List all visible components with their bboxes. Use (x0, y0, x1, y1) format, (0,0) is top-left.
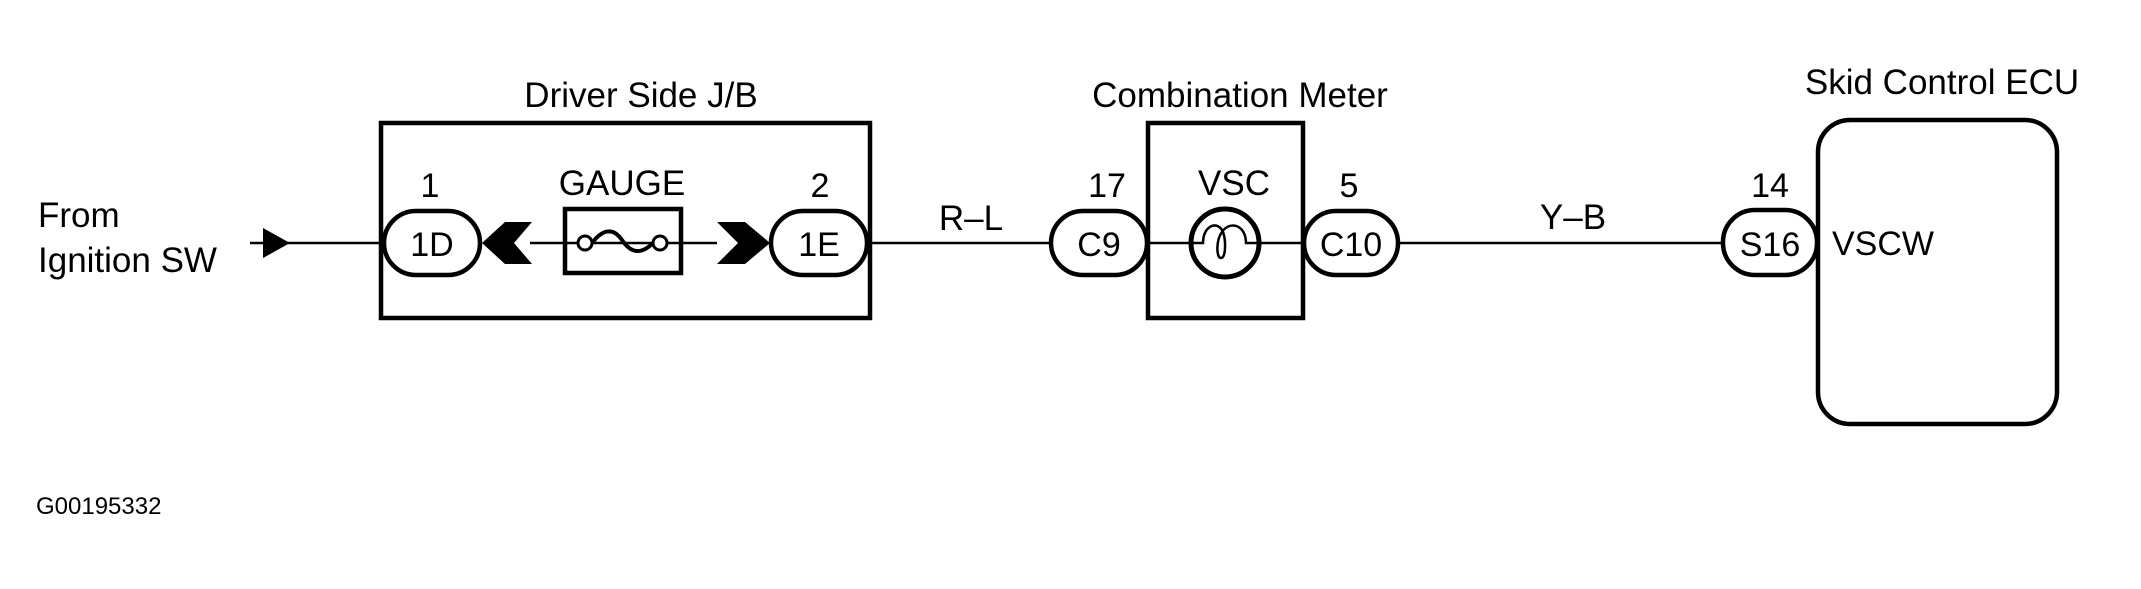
arrow-right-icon (263, 228, 290, 258)
connector-c10 (1301, 208, 1401, 278)
pin-number-5: 5 (1340, 167, 1359, 205)
pin-number-17: 17 (1088, 167, 1126, 205)
connector-c10-label: C10 (1320, 226, 1382, 264)
connector-c9 (1048, 208, 1150, 278)
connector-1d-label: 1D (410, 226, 453, 264)
pin-number-2: 2 (811, 167, 830, 205)
pin-number-14: 14 (1751, 167, 1789, 205)
connector-s16 (1720, 207, 1820, 278)
connector-1d (381, 208, 483, 278)
pin-number-1: 1 (421, 167, 440, 205)
wire-color-y-b: Y–B (1540, 198, 1606, 237)
jb-title: Driver Side J/B (524, 76, 757, 115)
skid-control-ecu-box (1815, 117, 2060, 427)
junction-block-box (378, 120, 873, 321)
meter-title: Combination Meter (1092, 76, 1388, 115)
ecu-title: Skid Control ECU (1805, 63, 2079, 102)
figure-id: G00195332 (36, 493, 161, 520)
female-terminal-icon (482, 222, 532, 264)
fuse-label: GAUGE (559, 164, 685, 203)
ecu-terminal-label: VSCW (1832, 225, 1934, 263)
connector-1e (768, 208, 870, 278)
connector-1e-label: 1E (798, 226, 840, 264)
wire-color-r-l: R–L (939, 199, 1003, 238)
connector-c9-label: C9 (1077, 226, 1120, 264)
male-terminal-icon (717, 222, 770, 264)
source-label-line1: From (38, 196, 120, 235)
source-label-line2: Ignition SW (38, 241, 217, 280)
connector-s16-label: S16 (1740, 226, 1801, 264)
fuse-icon (576, 229, 669, 253)
combination-meter-box (1145, 120, 1306, 321)
lamp-icon (1188, 206, 1262, 280)
fuse-box (562, 206, 684, 276)
lamp-label: VSC (1198, 164, 1270, 203)
